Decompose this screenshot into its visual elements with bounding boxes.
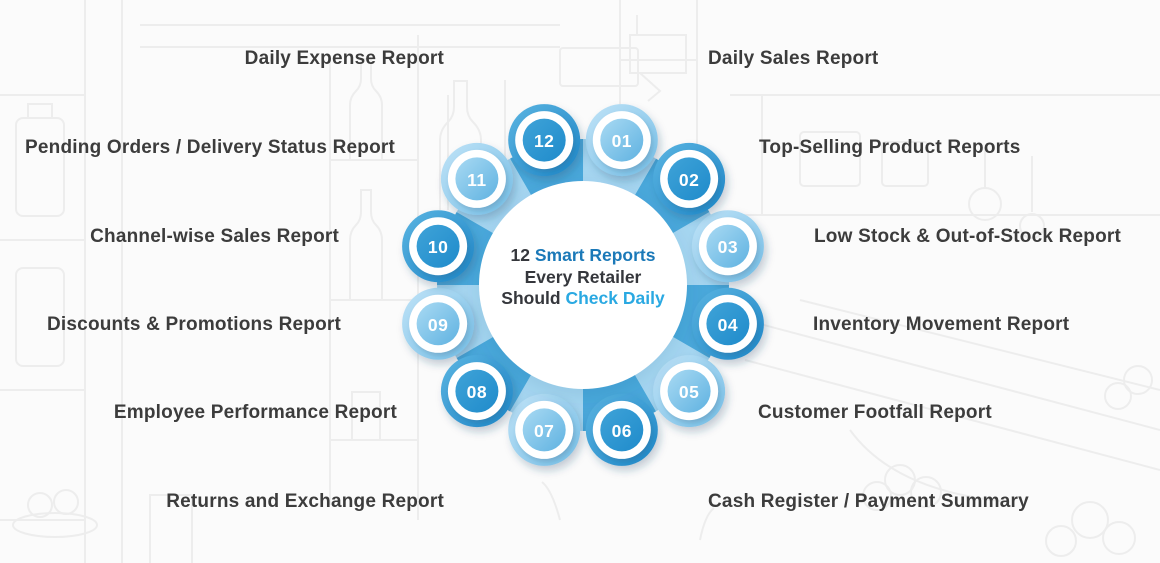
report-label-08: Employee Performance Report — [114, 402, 397, 424]
report-label-02: Top-Selling Product Reports — [759, 137, 1021, 159]
title-highlight-smart-reports: Smart Reports — [535, 245, 656, 265]
item-number-07: 07 — [534, 421, 554, 441]
item-number-05: 05 — [679, 382, 699, 402]
report-label-06: Cash Register / Payment Summary — [708, 491, 1029, 513]
report-label-04: Inventory Movement Report — [813, 314, 1069, 336]
report-label-12: Daily Expense Report — [245, 48, 444, 70]
item-number-01: 01 — [612, 131, 632, 151]
center-title-line1: 12 Smart Reports — [468, 245, 698, 267]
title-count: 12 — [511, 245, 530, 265]
center-title-line2: Every Retailer — [468, 267, 698, 289]
report-label-11: Pending Orders / Delivery Status Report — [25, 137, 395, 159]
item-number-11: 11 — [467, 170, 487, 190]
title-highlight-check-daily: Check Daily — [565, 288, 664, 308]
item-number-02: 02 — [679, 170, 699, 190]
item-number-10: 10 — [428, 237, 448, 257]
item-number-08: 08 — [467, 382, 487, 402]
report-label-09: Discounts & Promotions Report — [47, 314, 341, 336]
center-title-line3: Should Check Daily — [468, 288, 698, 310]
item-number-03: 03 — [718, 237, 738, 257]
report-label-07: Returns and Exchange Report — [166, 491, 444, 513]
item-number-06: 06 — [612, 421, 632, 441]
item-number-09: 09 — [428, 315, 448, 335]
item-number-12: 12 — [534, 131, 554, 151]
title-should: Should — [501, 288, 560, 308]
report-label-05: Customer Footfall Report — [758, 402, 992, 424]
report-label-10: Channel-wise Sales Report — [90, 226, 339, 248]
center-title: 12 Smart Reports Every Retailer Should C… — [468, 245, 698, 310]
report-label-01: Daily Sales Report — [708, 48, 878, 70]
item-number-04: 04 — [718, 315, 738, 335]
report-label-03: Low Stock & Out-of-Stock Report — [814, 226, 1121, 248]
